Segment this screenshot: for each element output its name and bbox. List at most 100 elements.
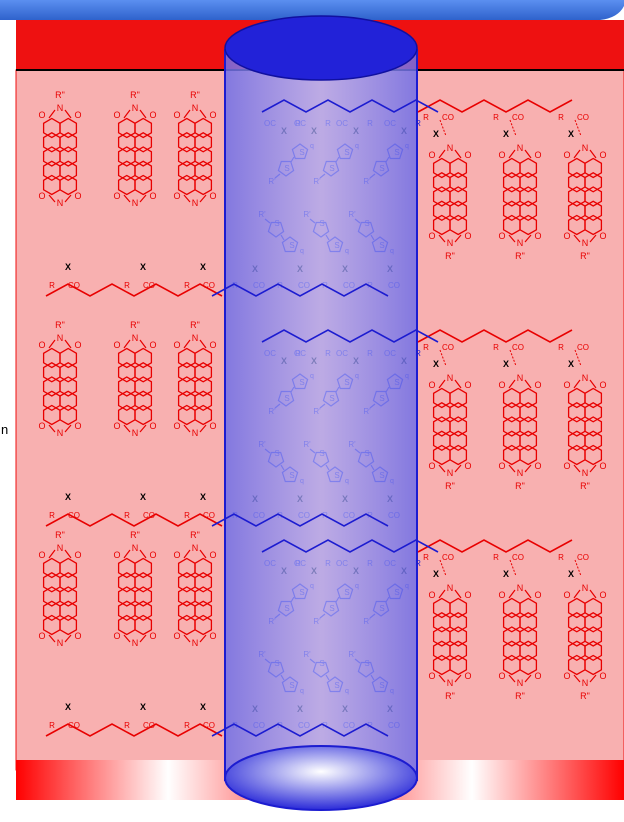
oxygen-label: O — [38, 340, 45, 350]
linker-x-label: X — [140, 702, 146, 712]
nitrogen-label: N — [192, 428, 199, 438]
aromatic-ring — [519, 430, 538, 452]
aromatic-ring — [519, 416, 538, 437]
oxygen-label: O — [428, 461, 435, 471]
aromatic-ring — [59, 347, 78, 369]
aromatic-ring — [519, 612, 538, 633]
oxygen-label: O — [534, 231, 541, 241]
nitrogen-label: N — [57, 543, 64, 553]
aromatic-ring — [194, 404, 213, 426]
carbonyl-label: CO — [442, 343, 454, 352]
oxygen-label: O — [563, 590, 570, 600]
imide-bond — [508, 234, 532, 243]
oxygen-label: O — [534, 461, 541, 471]
imide-bond — [438, 674, 462, 683]
carbonyl-label: CO — [143, 281, 155, 290]
oxygen-label: O — [209, 421, 216, 431]
linker-x-label: X — [568, 129, 574, 139]
aromatic-ring — [449, 612, 468, 633]
aromatic-ring — [519, 626, 538, 647]
linker-x-label: X — [433, 129, 439, 139]
cylinder-body — [224, 49, 418, 781]
nitrogen-label: N — [582, 678, 589, 688]
oxygen-label: O — [464, 461, 471, 471]
carbonyl-label: CO — [203, 511, 215, 520]
r-label: R — [49, 721, 55, 730]
nitrogen-label: N — [192, 198, 199, 208]
r-label: R — [184, 721, 190, 730]
r-double-prime-label: R" — [55, 90, 65, 100]
r-double-prime-label: R" — [130, 530, 140, 540]
linker-x-label: X — [65, 492, 71, 502]
linker-bond — [439, 119, 447, 137]
r-label: R — [558, 343, 564, 352]
aromatic-ring — [59, 146, 78, 167]
aromatic-ring — [194, 347, 213, 369]
linker-x-label: X — [433, 569, 439, 579]
aromatic-ring — [59, 132, 78, 153]
polymer-backbone — [211, 513, 389, 527]
linker-bond — [574, 559, 582, 577]
aromatic-ring — [134, 390, 153, 412]
oxygen-label: O — [113, 340, 120, 350]
oxygen-label: O — [464, 671, 471, 681]
aromatic-ring — [59, 572, 78, 593]
aromatic-ring — [194, 572, 213, 593]
aromatic-ring — [584, 654, 603, 676]
aromatic-ring — [194, 160, 213, 182]
cylinder-bottom-cap — [224, 745, 418, 811]
oxygen-label: O — [464, 590, 471, 600]
aromatic-ring — [194, 132, 213, 153]
oxygen-label: O — [149, 340, 156, 350]
oxygen-label: O — [599, 590, 606, 600]
oxygen-label: O — [149, 631, 156, 641]
oxygen-label: O — [113, 421, 120, 431]
imide-bond — [123, 424, 147, 433]
oxygen-label: O — [113, 110, 120, 120]
carbonyl-label: CO — [512, 113, 524, 122]
aromatic-ring — [59, 160, 78, 182]
aromatic-ring — [59, 557, 78, 579]
nitrogen-label: N — [192, 638, 199, 648]
linker-bond — [509, 559, 517, 577]
oxygen-label: O — [113, 191, 120, 201]
imide-bond — [183, 424, 207, 433]
r-double-prime-label: R" — [580, 691, 590, 701]
aromatic-ring — [519, 402, 538, 423]
oxygen-label: O — [534, 590, 541, 600]
polymer-backbone — [261, 539, 439, 553]
oxygen-label: O — [464, 231, 471, 241]
oxygen-label: O — [534, 380, 541, 390]
aromatic-ring — [519, 444, 538, 466]
r-label: R — [493, 343, 499, 352]
aromatic-ring — [134, 160, 153, 182]
imide-bond — [573, 464, 597, 473]
aromatic-ring — [449, 200, 468, 222]
linker-x-label: X — [65, 702, 71, 712]
aromatic-ring — [194, 174, 213, 196]
carbonyl-label: CO — [512, 553, 524, 562]
r-label: R — [558, 553, 564, 562]
aromatic-ring — [194, 376, 213, 397]
r-double-prime-label: R" — [55, 530, 65, 540]
r-label: R — [49, 281, 55, 290]
oxygen-label: O — [74, 550, 81, 560]
edge-label: n — [1, 422, 8, 437]
aromatic-ring — [584, 640, 603, 662]
r-label: R — [493, 553, 499, 562]
aromatic-ring — [59, 117, 78, 139]
r-label: R — [184, 511, 190, 520]
aromatic-ring — [134, 376, 153, 397]
r-double-prime-label: R" — [515, 251, 525, 261]
imide-bond — [508, 464, 532, 473]
imide-bond — [438, 379, 462, 389]
aromatic-ring — [449, 654, 468, 676]
polymer-backbone — [261, 99, 439, 113]
oxygen-label: O — [599, 150, 606, 160]
nitrogen-label: N — [57, 333, 64, 343]
oxygen-label: O — [74, 421, 81, 431]
